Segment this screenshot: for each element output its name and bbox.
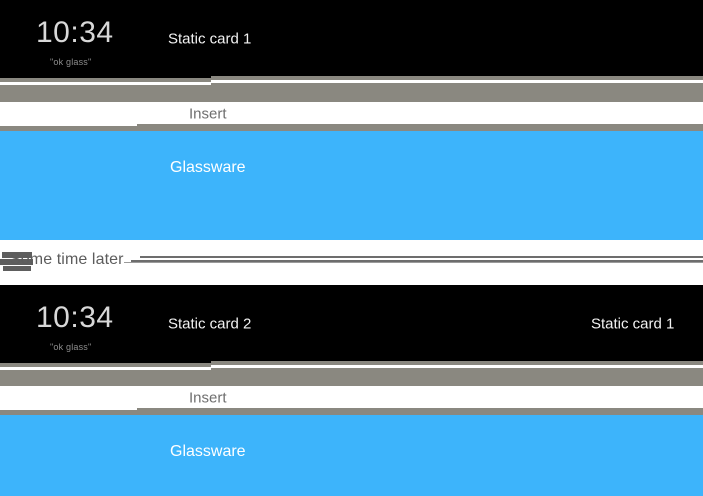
clock-hotword-1: "ok glass" [50,57,92,67]
separator-bar-left-1b [0,85,211,102]
separator-gap-left-2 [0,367,211,370]
glassware-label-1: Glassware [170,159,246,176]
clock-time-1: 10:34 [36,16,114,49]
clock-card-strip-1[interactable]: 10:34 "ok glass" Static card 1 [0,0,703,78]
separator-bar-right-1c [137,124,703,131]
insert-label-2: Insert [189,389,227,407]
separator-bar-right-2a [211,361,703,365]
separator-bar-left-2b [0,370,211,386]
time-gap-rule-hairline [124,262,703,263]
insert-label-1: Insert [189,105,227,123]
clock-time-2: 10:34 [36,301,114,334]
time-gap-divider: Some time later [0,240,703,280]
separator-bar-right-2c [137,408,703,415]
separator-bar-right-2b [211,368,703,386]
separator-bar-left-2c [0,410,137,415]
separator-bar-left-1c [0,126,137,131]
static-card-2-label[interactable]: Static card 2 [168,315,252,333]
card-stack-icon [0,249,34,272]
glassware-panel-1[interactable]: Glassware [0,131,703,240]
static-card-1-label-shifted[interactable]: Static card 1 [591,315,675,333]
glassware-label-2: Glassware [170,443,246,460]
time-gap-rule-top [140,256,703,258]
separator-gap-left-1 [0,82,211,85]
separator-gap-right-2 [211,365,703,368]
separator-bar-left-1a [0,78,211,82]
clock-card-strip-2[interactable]: 10:34 "ok glass" Static card 2 Static ca… [0,285,703,363]
insert-row-2[interactable]: Insert [0,386,703,410]
time-gap-rule-bottom [131,260,703,262]
static-card-1-label[interactable]: Static card 1 [168,30,252,48]
separator-bar-left-2a [0,363,211,367]
clock-hotword-2: "ok glass" [50,342,92,352]
insert-row-1[interactable]: Insert [0,102,703,126]
separator-bar-right-1b [211,83,703,102]
time-gap-label: Some time later [10,251,124,268]
glassware-panel-2[interactable]: Glassware [0,415,703,496]
separator-gap-right-1 [211,80,703,83]
separator-bar-right-1a [211,76,703,80]
